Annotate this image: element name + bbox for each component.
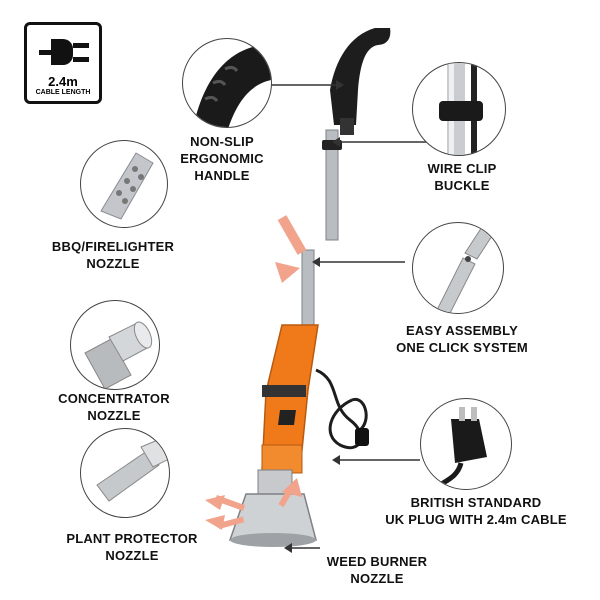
power-cable: [315, 368, 363, 450]
assembly-arrow-icon: [275, 215, 307, 283]
bbq-nozzle-label: BBQ/FIRELIGHTER NOZZLE: [51, 239, 175, 271]
heat-arrow-icons: [205, 478, 302, 530]
concentrator-nozzle-icon: [84, 321, 153, 389]
ergonomic-handle-icon: [330, 28, 391, 135]
assembly-detail-image: [412, 222, 504, 314]
one-click-assembly-icon: [434, 223, 501, 313]
bbq-nozzle-detail-image: [80, 140, 168, 228]
uk-plug-detail-image: [420, 398, 512, 490]
cable-length-badge: 2.4m CABLE LENGTH: [24, 22, 102, 104]
plant-protector-nozzle-icon: [96, 436, 169, 502]
cable-length-value: 2.4m: [48, 74, 78, 89]
wire-clip-detail-image: [412, 62, 506, 156]
plant-protector-detail-image: [80, 428, 170, 518]
callout-arrows: [270, 84, 430, 549]
uk-plug-small: [355, 428, 369, 446]
heat-gun-body: [261, 324, 319, 474]
handle-label: NON-SLIP ERGONOMIC HANDLE: [180, 134, 264, 183]
handle-grip-icon: [193, 45, 271, 127]
upper-shaft: [325, 129, 339, 241]
cable-length-caption: CABLE LENGTH: [35, 89, 91, 96]
handle-detail-image: [182, 38, 272, 128]
uk-plug-label: BRITISH STANDARD UK PLUG WITH 2.4m CABLE: [385, 495, 567, 527]
plug-icon: [39, 39, 89, 65]
plant-protector-nozzle-label: PLANT PROTECTOR NOZZLE: [66, 531, 198, 563]
assembly-label: EASY ASSEMBLY ONE CLICK SYSTEM: [396, 323, 528, 355]
wire-clip-icon: [439, 63, 483, 155]
concentrator-nozzle-detail-image: [70, 300, 160, 390]
uk-plug-icon: [433, 407, 487, 489]
concentrator-nozzle-label: CONCENTRATOR NOZZLE: [58, 391, 170, 423]
weed-burner-nozzle-label: WEED BURNER NOZZLE: [326, 554, 428, 586]
wire-clip-label: WIRE CLIP BUCKLE: [427, 161, 497, 193]
bbq-nozzle-icon: [100, 152, 154, 220]
